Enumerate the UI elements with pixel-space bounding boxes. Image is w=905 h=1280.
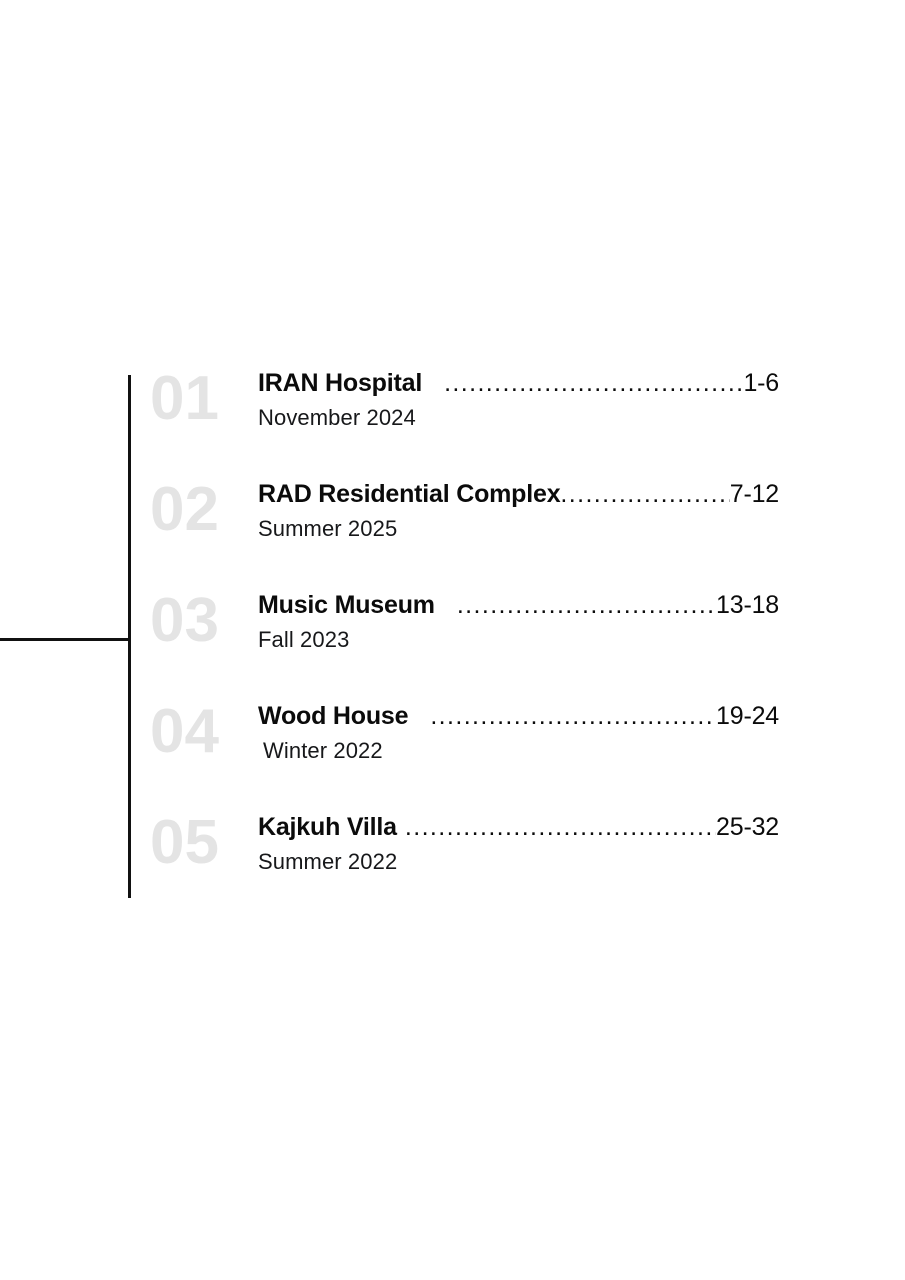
entry-title-row: Kajkuh Villa ...........................… [258,812,779,842]
entry-title-row: Wood House .............................… [258,701,779,731]
dot-leader: ........................................… [444,369,743,397]
entry-page-range: 1-6 [743,369,779,397]
entry-title[interactable]: Kajkuh Villa [258,813,397,841]
toc-entry[interactable]: 05 Kajkuh Villa ........................… [0,812,905,923]
entry-body: IRAN Hospital ..........................… [258,368,905,431]
entry-body: Kajkuh Villa ...........................… [258,812,905,875]
toc-entry[interactable]: 04 Wood House ..........................… [0,701,905,812]
entry-subtitle: Summer 2025 [258,516,398,541]
table-of-contents: 01 IRAN Hospital .......................… [0,368,905,923]
entry-title[interactable]: IRAN Hospital [258,369,423,397]
entry-number: 04 [150,697,219,766]
entry-subtitle: November 2024 [258,405,416,430]
dot-leader: ........................................… [404,813,716,841]
toc-entry[interactable]: 03 Music Museum ........................… [0,590,905,701]
entry-title[interactable]: Music Museum [258,591,435,619]
dot-leader: ..................................... [456,591,716,619]
entry-title-row: IRAN Hospital ..........................… [258,368,779,398]
entry-title-row: Music Museum ...........................… [258,590,779,620]
entry-title-row: RAD Residential Complex ................… [258,479,779,509]
entry-number: 02 [150,475,219,544]
dot-leader: ........................................ [430,702,716,730]
entry-page-range: 13-18 [716,591,779,619]
entry-body: Music Museum ...........................… [258,590,905,653]
toc-entry[interactable]: 02 RAD Residential Complex .............… [0,479,905,590]
entry-title[interactable]: Wood House [258,702,409,730]
toc-entry[interactable]: 01 IRAN Hospital .......................… [0,368,905,479]
entry-page-range: 25-32 [716,813,779,841]
entry-page-range: 7-12 [729,480,779,508]
entry-number: 05 [150,808,219,877]
entry-subtitle: Fall 2023 [258,627,350,652]
entry-subtitle: Summer 2022 [258,849,398,874]
entry-number: 01 [150,364,219,433]
dot-leader: ..................... [560,480,730,508]
entry-body: Wood House .............................… [258,701,905,764]
entry-subtitle: Winter 2022 [263,738,383,763]
entry-number: 03 [150,586,219,655]
horizontal-rule [0,638,130,641]
entry-body: RAD Residential Complex ................… [258,479,905,542]
entry-page-range: 19-24 [716,702,779,730]
entry-title[interactable]: RAD Residential Complex [258,480,561,508]
vertical-rule [128,375,131,898]
